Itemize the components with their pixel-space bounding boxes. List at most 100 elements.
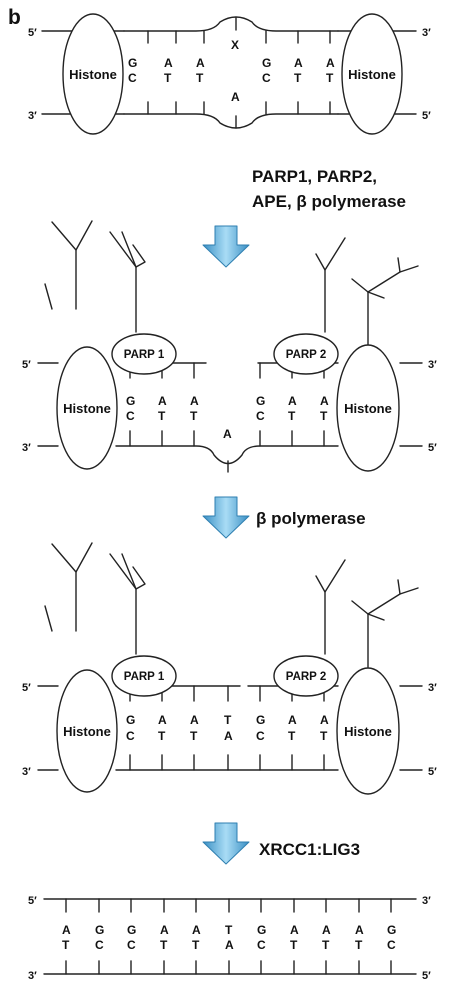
- base-letter: T: [290, 938, 298, 952]
- base-letter: C: [256, 409, 265, 423]
- parp2-label: PARP 2: [286, 349, 326, 361]
- stage-4-repaired-dna: 5′ 3′ 3′ 5′ A G G A A T G A A: [28, 895, 431, 982]
- base-letter: A: [224, 729, 233, 743]
- bottom-strand: [123, 113, 339, 129]
- histone-left: [56, 669, 118, 793]
- base-letter: A: [164, 56, 173, 70]
- base-letter: C: [95, 938, 104, 952]
- base-letter: A: [355, 923, 364, 937]
- base-pair-rungs: [147, 17, 331, 129]
- base-letter: G: [387, 923, 396, 937]
- top-strand: [123, 16, 339, 32]
- base-letters: A G G A A T G A A A G T C C T T A C T T …: [62, 923, 396, 952]
- parp2-enzyme: [273, 333, 339, 375]
- parp1-enzyme: [111, 655, 177, 697]
- histone-label: Histone: [348, 67, 396, 82]
- par-chains: [44, 542, 419, 668]
- base-letters: G A A G A A C T T A C T T: [126, 394, 329, 441]
- par-chains: [44, 220, 419, 346]
- step-label: APE, β polymerase: [252, 192, 406, 211]
- strand-end-label: 3′: [28, 970, 37, 982]
- histone-left: [62, 13, 124, 135]
- strand-end-label: 3′: [422, 27, 431, 39]
- strand-end-label: 5′: [28, 27, 37, 39]
- base-letter: A: [192, 923, 201, 937]
- base-letter: C: [387, 938, 396, 952]
- strand-end-label: 3′: [428, 359, 437, 371]
- step-arrow: [202, 496, 250, 539]
- histone-label: Histone: [69, 67, 117, 82]
- step-label: PARP1, PARP2,: [252, 167, 377, 186]
- strand-end-label: 5′: [22, 359, 31, 371]
- parp1-label: PARP 1: [124, 671, 165, 683]
- histone-right: [336, 344, 400, 472]
- base-letter: A: [288, 713, 297, 727]
- base-letter: A: [294, 56, 303, 70]
- base-letter: T: [294, 71, 302, 85]
- histone-right: [341, 13, 403, 135]
- base-letter: A: [320, 394, 329, 408]
- parp2-label: PARP 2: [286, 671, 326, 683]
- base-letter: T: [326, 71, 334, 85]
- histone-label: Histone: [344, 401, 392, 416]
- histone-label: Histone: [63, 724, 111, 739]
- base-letter: A: [320, 713, 329, 727]
- base-letter: A: [62, 923, 71, 937]
- base-letter: C: [126, 729, 135, 743]
- base-letter: C: [126, 409, 135, 423]
- base-letter: T: [225, 923, 233, 937]
- base-letter: A: [158, 394, 167, 408]
- base-letter: G: [256, 394, 265, 408]
- base-letter: C: [128, 71, 137, 85]
- inserted-base-letter: T: [224, 713, 232, 727]
- base-letter: T: [322, 938, 330, 952]
- strand-end-label: 5′: [428, 442, 437, 454]
- damaged-base-x: X: [231, 38, 239, 52]
- parp1-label: PARP 1: [124, 349, 165, 361]
- base-letter: A: [160, 923, 169, 937]
- base-letter: A: [196, 56, 205, 70]
- base-letter: T: [355, 938, 363, 952]
- strand-end-label: 3′: [422, 895, 431, 907]
- base-letters: G A A X G A A C T T A C T T: [128, 38, 335, 104]
- step-arrow: [202, 822, 250, 865]
- base-letter: A: [288, 394, 297, 408]
- base-pair-rungs: [129, 685, 325, 771]
- strand-end-label: 5′: [422, 110, 431, 122]
- stage-3-gap-filling: 5′ 3′ 3′ 5′ G A A T G A A C T: [22, 542, 437, 795]
- base-letter: T: [288, 409, 296, 423]
- strand-end-label: 5′: [422, 970, 431, 982]
- step-arrow: [202, 225, 250, 268]
- bottom-strand: [115, 445, 339, 465]
- base-letter: T: [196, 71, 204, 85]
- base-letter: T: [320, 409, 328, 423]
- strand-end-label: 5′: [28, 895, 37, 907]
- base-letter: A: [190, 394, 199, 408]
- histone-right: [336, 667, 400, 795]
- stage-1-damaged-dna: 5′ 3′ 3′ 5′ G A A X G A A C T: [28, 13, 431, 135]
- base-letter: C: [127, 938, 136, 952]
- base-letter: T: [164, 71, 172, 85]
- base-letter: G: [262, 56, 271, 70]
- base-letter: T: [320, 729, 328, 743]
- base-letter: T: [158, 729, 166, 743]
- base-letter: G: [126, 394, 135, 408]
- base-pair-rungs: [65, 898, 392, 975]
- strand-end-label: 3′: [428, 682, 437, 694]
- base-letter: T: [192, 938, 200, 952]
- base-letter: T: [288, 729, 296, 743]
- base-letter: G: [95, 923, 104, 937]
- base-letter: G: [128, 56, 137, 70]
- histone-left: [56, 346, 118, 470]
- base-letter: T: [190, 729, 198, 743]
- base-letter: G: [256, 713, 265, 727]
- base-letter: C: [262, 71, 271, 85]
- base-letter: C: [257, 938, 266, 952]
- step-label: β polymerase: [256, 509, 366, 528]
- base-letter: A: [231, 90, 240, 104]
- base-letter: A: [158, 713, 167, 727]
- histone-label: Histone: [344, 724, 392, 739]
- stage-2-incision: 5′ 3′ 3′ 5′ G A A G A A C T T: [22, 220, 437, 473]
- parp1-enzyme: [111, 333, 177, 375]
- parp2-enzyme: [273, 655, 339, 697]
